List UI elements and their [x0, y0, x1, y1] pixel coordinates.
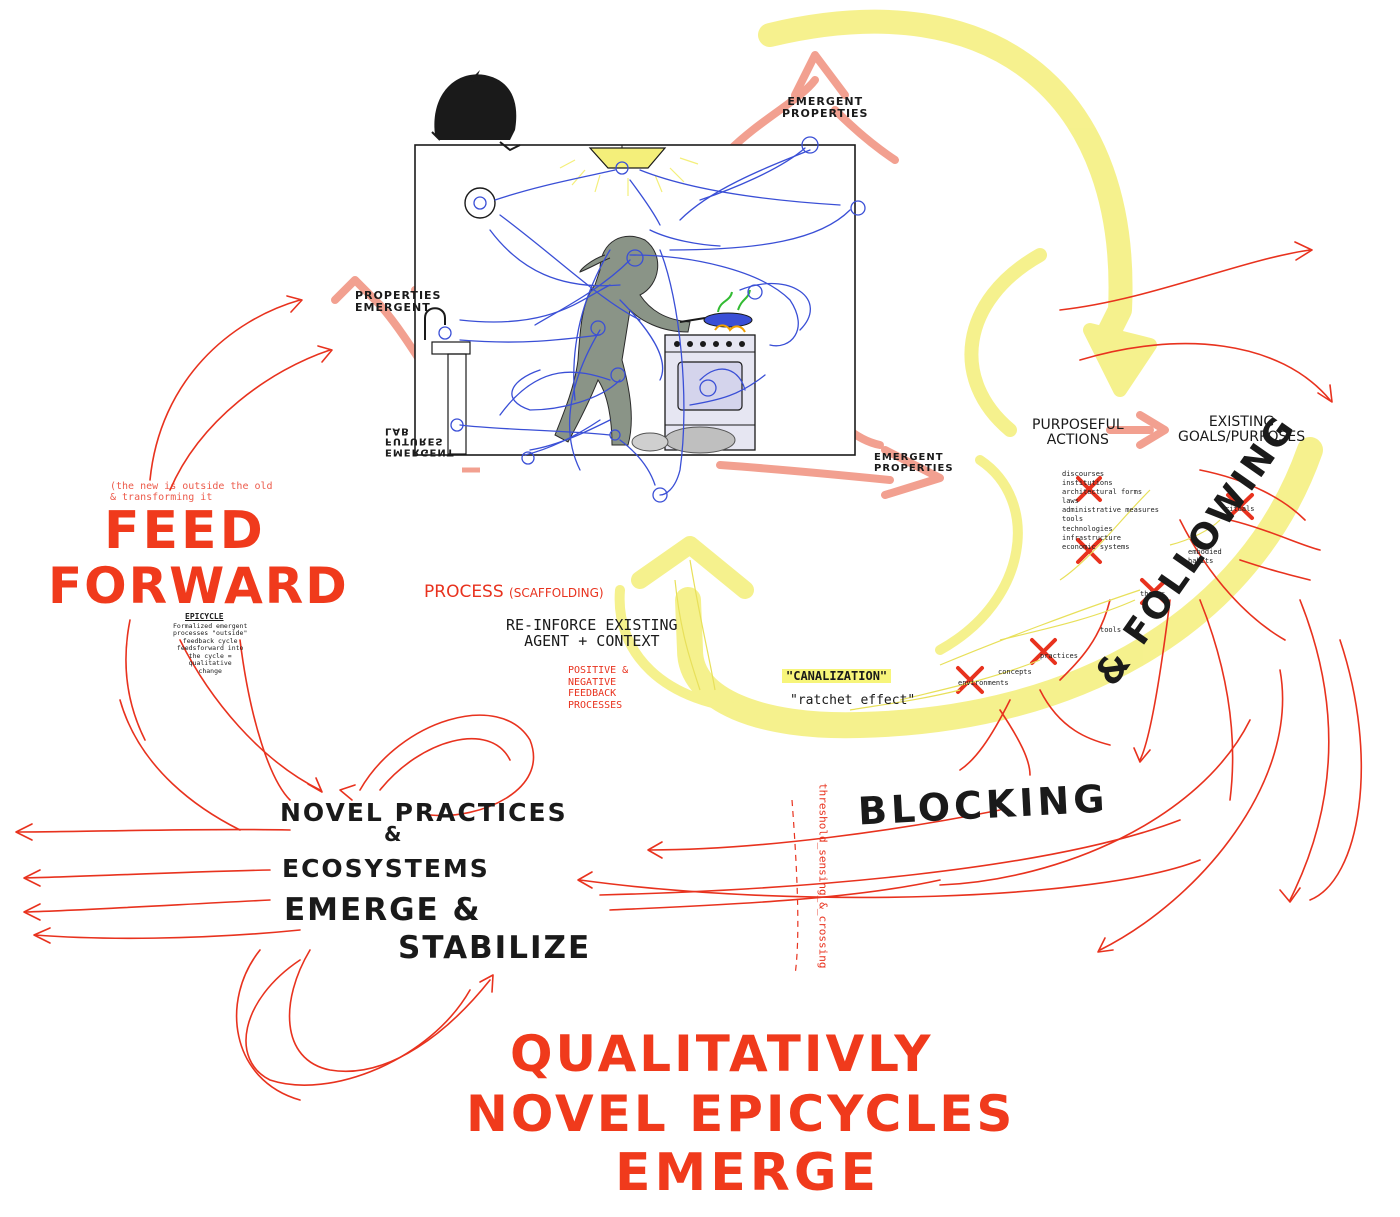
list-item: laws [1062, 497, 1159, 506]
canalization-highlight: "CANALIZATION" [782, 669, 891, 683]
label-new-outside-old: (the new is outside the old & transformi… [110, 482, 273, 503]
label-feedback-processes: POSITIVE & NEGATIVE FEEDBACK PROCESSES [568, 665, 628, 711]
list-item: economic systems [1062, 543, 1159, 552]
title-forward: FORWARD [48, 560, 349, 613]
list-item: tools [1062, 515, 1159, 524]
label-purposeful-actions: PURPOSEFUL ACTIONS [1032, 418, 1124, 447]
list-item: institutions [1062, 479, 1159, 488]
label-concepts: concepts [998, 668, 1032, 677]
scaffolding-word: (SCAFFOLDING) [509, 586, 604, 600]
epicycle-title: EPICYCLE [185, 612, 224, 621]
label-emergent-properties-top: EMERGENT PROPERTIES [782, 96, 868, 119]
institutions-list: discourses institutions architectural fo… [1062, 470, 1159, 552]
title-emerge: EMERGE [615, 1146, 880, 1201]
label-emergent-properties-right: EMERGENT PROPERTIES [874, 453, 954, 474]
label-lab: EMERGENT FUTURES LAB [385, 425, 455, 457]
process-word: PROCESS [424, 582, 504, 602]
label-threshold: threshold_sensing_&_crossing [817, 783, 829, 968]
title-novel-practices: NOVEL PRACTICES [280, 800, 568, 826]
list-item: infrastructure [1062, 534, 1159, 543]
list-item: discourses [1062, 470, 1159, 479]
kitchen-scene [415, 70, 855, 470]
list-item: technologies [1062, 525, 1159, 534]
label-canalization: "CANALIZATION" [782, 670, 891, 683]
label-ratchet: "ratchet effect" [790, 694, 915, 708]
title-feed: FEED [104, 504, 266, 559]
title-stabilize: STABILIZE [398, 932, 591, 965]
threshold-line [792, 800, 798, 975]
label-environments: environments [958, 679, 1009, 688]
list-item: architectural forms [1062, 488, 1159, 497]
title-novel-epicycles: NOVEL EPICYCLES [466, 1088, 1015, 1141]
label-properties-emergent: PROPERTIES EMERGENT [355, 290, 441, 313]
title-qualitativly: QUALITATIVLY [510, 1028, 933, 1081]
list-item: administrative measures [1062, 506, 1159, 515]
label-process: PROCESS (SCAFFOLDING) [424, 584, 604, 602]
creature-icon [432, 70, 520, 150]
label-reinforce: RE-INFORCE EXISTING AGENT + CONTEXT [506, 618, 678, 650]
title-novel-amp: & [384, 824, 401, 845]
epicycle-text: Formalized emergent processes "outside" … [173, 623, 247, 675]
title-ecosystems: ECOSYSTEMS [282, 856, 490, 882]
title-emerge-and: EMERGE & [284, 894, 482, 927]
label-practices: practices [1040, 652, 1078, 661]
